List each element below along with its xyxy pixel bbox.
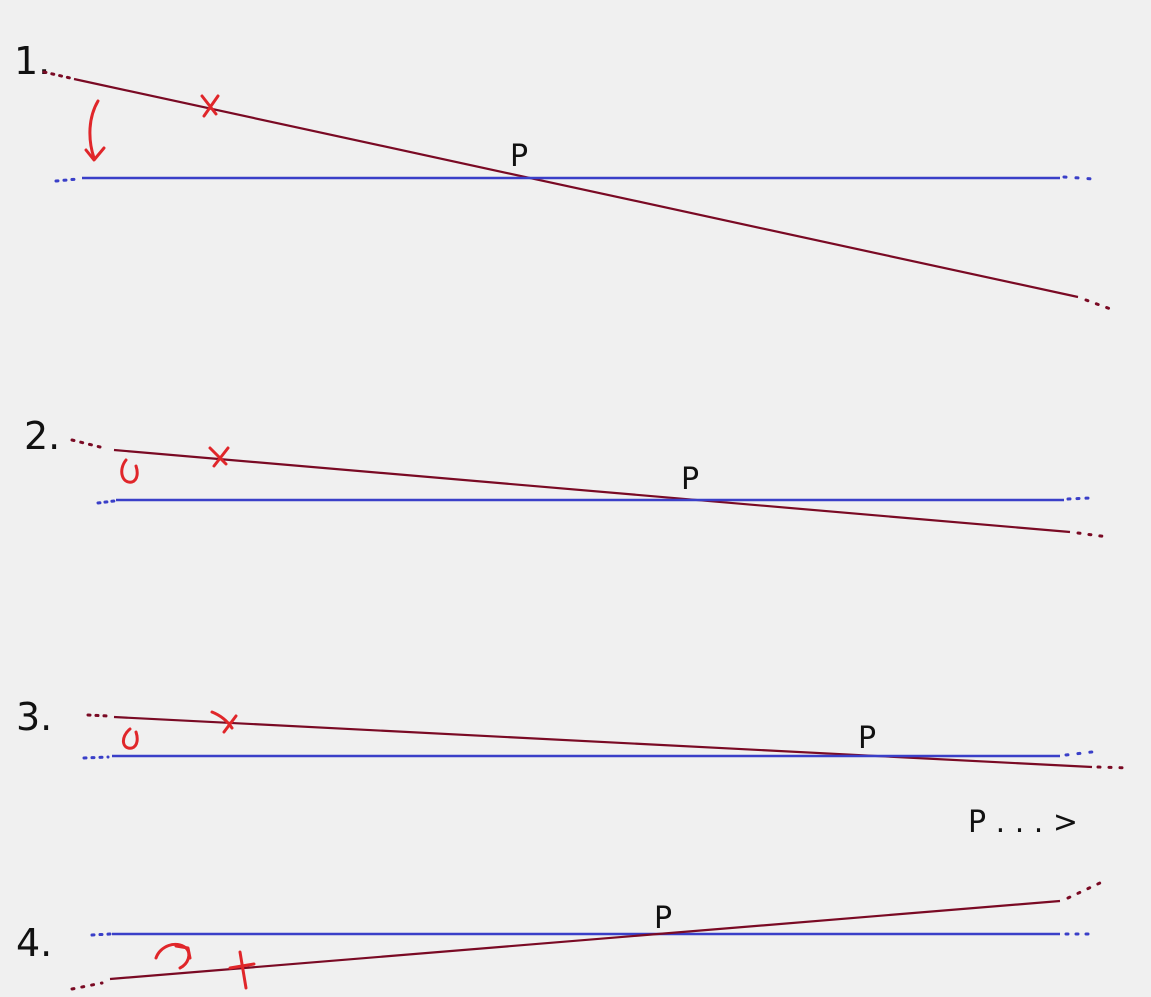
maroon-dots-right-3	[1096, 765, 1132, 770]
blue-dots-right-3	[1064, 749, 1102, 757]
panel-4: 4. P	[16, 880, 1104, 991]
blue-dots-right-1	[1062, 175, 1096, 181]
maroon-line-2	[113, 448, 1071, 534]
x-mark-2	[208, 446, 230, 468]
panel-number-1: 1.	[14, 39, 50, 83]
maroon-dots-right-2	[1076, 531, 1110, 539]
blue-dots-left-2	[96, 499, 116, 505]
rotation-arrowhead-4	[174, 944, 192, 960]
point-label-1: P	[510, 139, 528, 174]
x-mark-3	[210, 710, 238, 734]
maroon-dots-right-1	[1084, 298, 1118, 313]
blue-dots-right-2	[1066, 496, 1092, 501]
maroon-line-3	[113, 715, 1093, 769]
maroon-dots-left-4	[70, 981, 104, 991]
rotation-arrow-2	[120, 458, 139, 484]
maroon-dots-left-2	[70, 438, 102, 449]
point-label-2: P	[681, 462, 699, 497]
panel-number-4: 4.	[16, 921, 52, 965]
maroon-line-1	[73, 77, 1079, 299]
x-mark-4	[228, 950, 256, 990]
rotation-arrowhead-1	[84, 146, 106, 162]
moving-point-note: P . . . >	[968, 805, 1078, 840]
panel-number-2: 2.	[24, 414, 60, 458]
maroon-line-4	[109, 899, 1061, 981]
point-label-3: P	[858, 721, 876, 756]
panel-2: 2. P	[24, 414, 1110, 539]
blue-dots-left-3	[82, 755, 110, 760]
x-mark-1	[200, 94, 220, 118]
panel-number-3: 3.	[16, 695, 52, 739]
blue-dots-left-1	[54, 177, 80, 183]
panel-1: 1. P	[14, 39, 1118, 313]
maroon-dots-right-4	[1066, 880, 1104, 900]
panel-3: 3. P P . . . >	[16, 695, 1132, 840]
rotation-arrow-3	[122, 727, 139, 750]
rotation-arrow-1	[88, 99, 100, 160]
maroon-dots-left-3	[86, 713, 110, 718]
point-label-4: P	[654, 901, 672, 936]
blue-dots-left-4	[90, 932, 112, 937]
